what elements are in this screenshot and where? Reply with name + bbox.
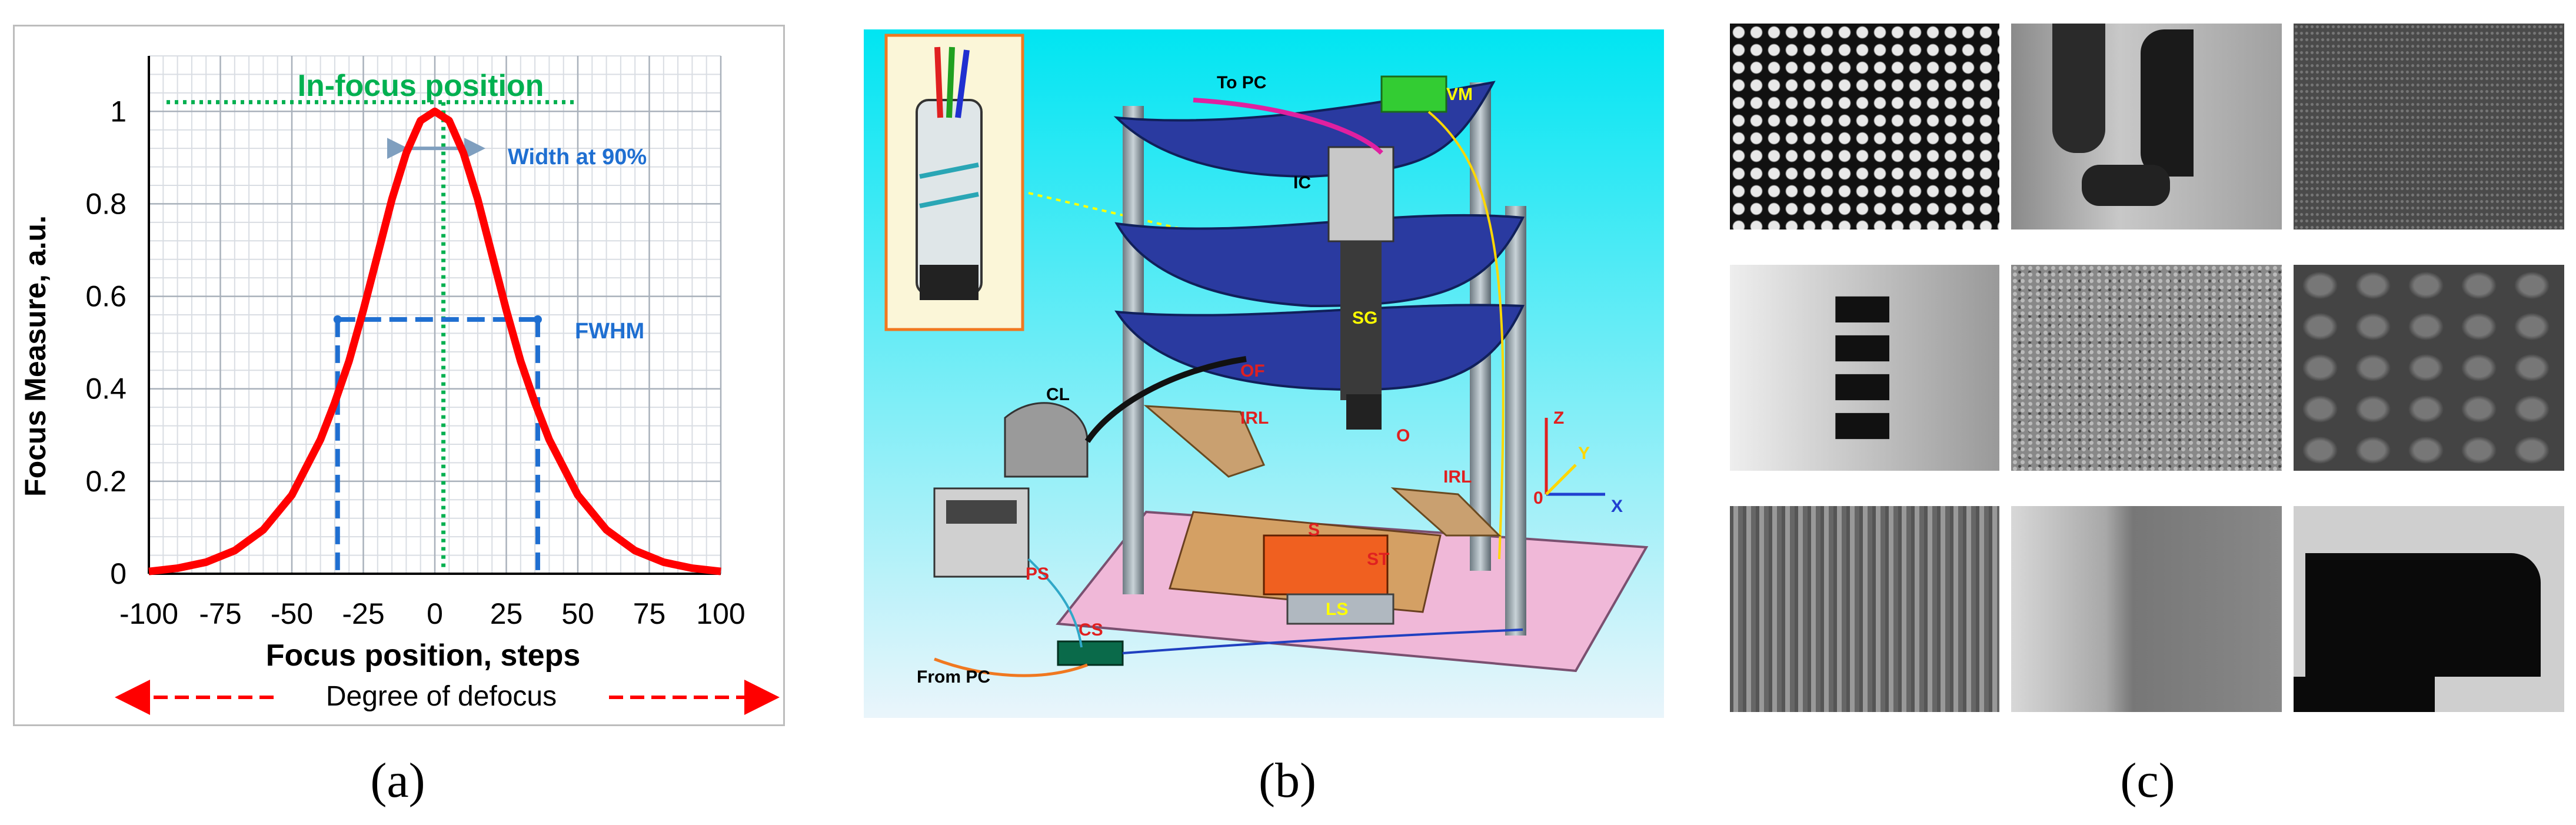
axis-origin-label: 0 — [1533, 488, 1543, 508]
image-tile-scratched — [2011, 506, 2282, 712]
y-tick-label: 0 — [110, 557, 127, 590]
y-tick-label: 0.4 — [85, 372, 127, 405]
image-tile-blob — [2294, 265, 2564, 471]
apparatus-label: From PC — [917, 667, 990, 687]
fwhm-left-point — [333, 315, 342, 324]
chart-svg: -100 -75 -50 -25 0 25 50 75 100 0 0.2 0.4 0.6 0.8 1 I… — [19, 55, 780, 715]
axis-x-label: X — [1611, 497, 1623, 516]
sample-image-grid: ▮▮▮▮ — [1730, 24, 2564, 724]
image-tile-fine-noise — [2294, 24, 2564, 229]
y-tick-label: 0.2 — [85, 465, 127, 498]
image-tile-dot-pattern — [1730, 24, 1999, 229]
image-tile-printed-letters — [2011, 24, 2282, 229]
inset-cylinder — [916, 46, 983, 300]
x-tick-label: 75 — [633, 597, 666, 630]
apparatus-label: PS — [1026, 564, 1049, 584]
microscope-apparatus-illustration: To PC VM IC SG OF IRL O CL S ST LS PS CS… — [864, 29, 1664, 718]
focus-measure-chart: -100 -75 -50 -25 0 25 50 75 100 0 0.2 0.4 0.6 0.8 1 I… — [13, 25, 785, 726]
x-axis-label: Focus position, steps — [266, 638, 581, 673]
apparatus-svg: To PC VM IC SG OF IRL O CL S ST LS PS CS… — [864, 29, 1664, 718]
x-tick-label: -75 — [199, 597, 241, 630]
apparatus-label: S — [1308, 520, 1320, 540]
image-tile-granular — [2011, 265, 2282, 471]
apparatus-label: To PC — [1217, 73, 1266, 92]
focus-curve — [148, 107, 721, 575]
defocus-label: Degree of defocus — [326, 681, 557, 712]
apparatus-label: LS — [1326, 600, 1348, 619]
x-tick-label: -100 — [119, 597, 178, 630]
caption-c: (c) — [2120, 753, 2175, 808]
x-tick-label: -25 — [342, 597, 384, 630]
chart-title: In-focus position — [298, 69, 544, 103]
image-tile-printed-text: ▮▮▮▮ — [1730, 265, 1999, 471]
apparatus-label: IRL — [1240, 408, 1269, 428]
image-tile-dark-blob — [2294, 506, 2564, 712]
x-tick-label: -50 — [271, 597, 313, 630]
image-tile-streaked — [1730, 506, 1999, 712]
y-tick-label: 0.8 — [85, 187, 127, 220]
apparatus-label: SG — [1352, 308, 1377, 328]
axis-y-label: Y — [1578, 444, 1590, 463]
y-tick-label: 0.6 — [85, 280, 127, 313]
y-axis-label: Focus Measure, a.u. — [19, 215, 52, 497]
width90-label: Width at 90% — [508, 145, 647, 169]
apparatus-label: IRL — [1443, 467, 1472, 487]
apparatus-label: ST — [1367, 550, 1389, 569]
x-tick-label: 50 — [561, 597, 594, 630]
caption-a: (a) — [370, 753, 425, 808]
fwhm-right-point — [533, 315, 542, 324]
apparatus-label: VM — [1446, 85, 1473, 104]
apparatus-label: CL — [1046, 385, 1070, 404]
x-tick-label: 25 — [490, 597, 523, 630]
apparatus-label: O — [1396, 426, 1410, 445]
apparatus-label: CS — [1079, 620, 1103, 640]
caption-b: (b) — [1259, 753, 1316, 808]
x-tick-label: 100 — [696, 597, 745, 630]
axis-z-label: Z — [1553, 408, 1564, 428]
fwhm-label: FWHM — [575, 319, 644, 344]
y-tick-label: 1 — [110, 95, 127, 128]
x-tick-label: 0 — [427, 597, 443, 630]
apparatus-label: IC — [1293, 173, 1311, 192]
apparatus-label: OF — [1240, 361, 1265, 381]
